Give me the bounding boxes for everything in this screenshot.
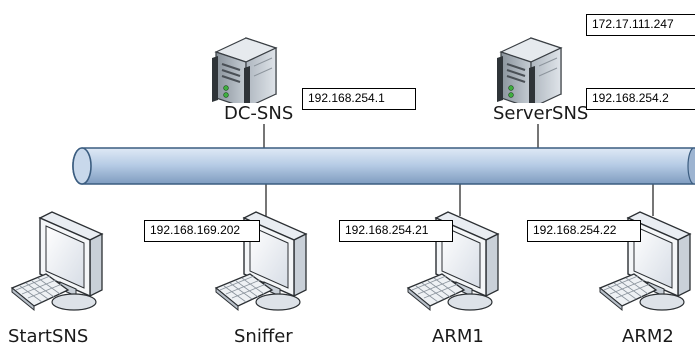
server-label-serversns: ServerSNS bbox=[491, 103, 591, 124]
workstation-label-arm2: ARM2 bbox=[622, 326, 674, 347]
server-label-dc-sns: DC-SNS bbox=[222, 103, 296, 124]
desktop-computer-icon bbox=[11, 211, 103, 311]
ip-label-dc-sns: 192.168.254.1 bbox=[302, 88, 416, 110]
workstation-label-arm1: ARM1 bbox=[432, 326, 484, 347]
ip-label-arm1: 192.168.254.21 bbox=[339, 220, 453, 242]
ip-label-serversns-internal: 192.168.254.2 bbox=[586, 88, 695, 110]
ip-label-sniffer: 192.168.169.202 bbox=[144, 220, 260, 242]
ip-label-arm2: 192.168.254.22 bbox=[527, 220, 641, 242]
ip-label-serversns-external: 172.17.111.247 bbox=[586, 14, 695, 36]
workstation-label-startsns: StartSNS bbox=[8, 326, 89, 347]
network-bus bbox=[72, 147, 695, 185]
workstation-label-sniffer: Sniffer bbox=[234, 326, 293, 347]
